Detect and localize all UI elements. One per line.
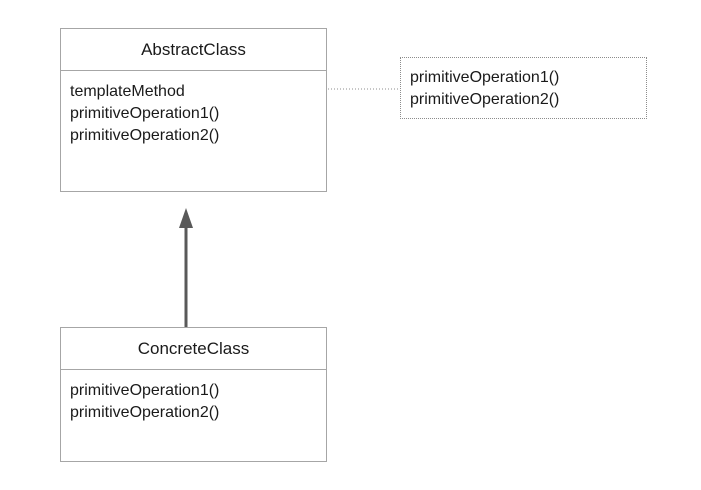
concrete-class-box: ConcreteClass primitiveOperation1() prim… [60,327,327,462]
inheritance-arrowhead [179,208,193,228]
concrete-class-name: ConcreteClass [61,328,326,370]
method-primitive-operation-2: primitiveOperation2() [70,404,220,421]
abstract-class-name: AbstractClass [61,29,326,71]
note-line-2: primitiveOperation2() [410,91,560,108]
method-primitive-operation-2: primitiveOperation2() [70,127,220,144]
method-primitive-operation-1: primitiveOperation1() [70,105,220,122]
method-primitive-operation-1: primitiveOperation1() [70,382,220,399]
abstract-class-methods: templateMethod primitiveOperation1() pri… [61,71,326,147]
note-line-1: primitiveOperation1() [410,69,560,86]
note-box: primitiveOperation1() primitiveOperation… [400,57,647,119]
concrete-class-methods: primitiveOperation1() primitiveOperation… [61,370,326,424]
method-template-method: templateMethod [70,83,185,100]
abstract-class-box: AbstractClass templateMethod primitiveOp… [60,28,327,192]
